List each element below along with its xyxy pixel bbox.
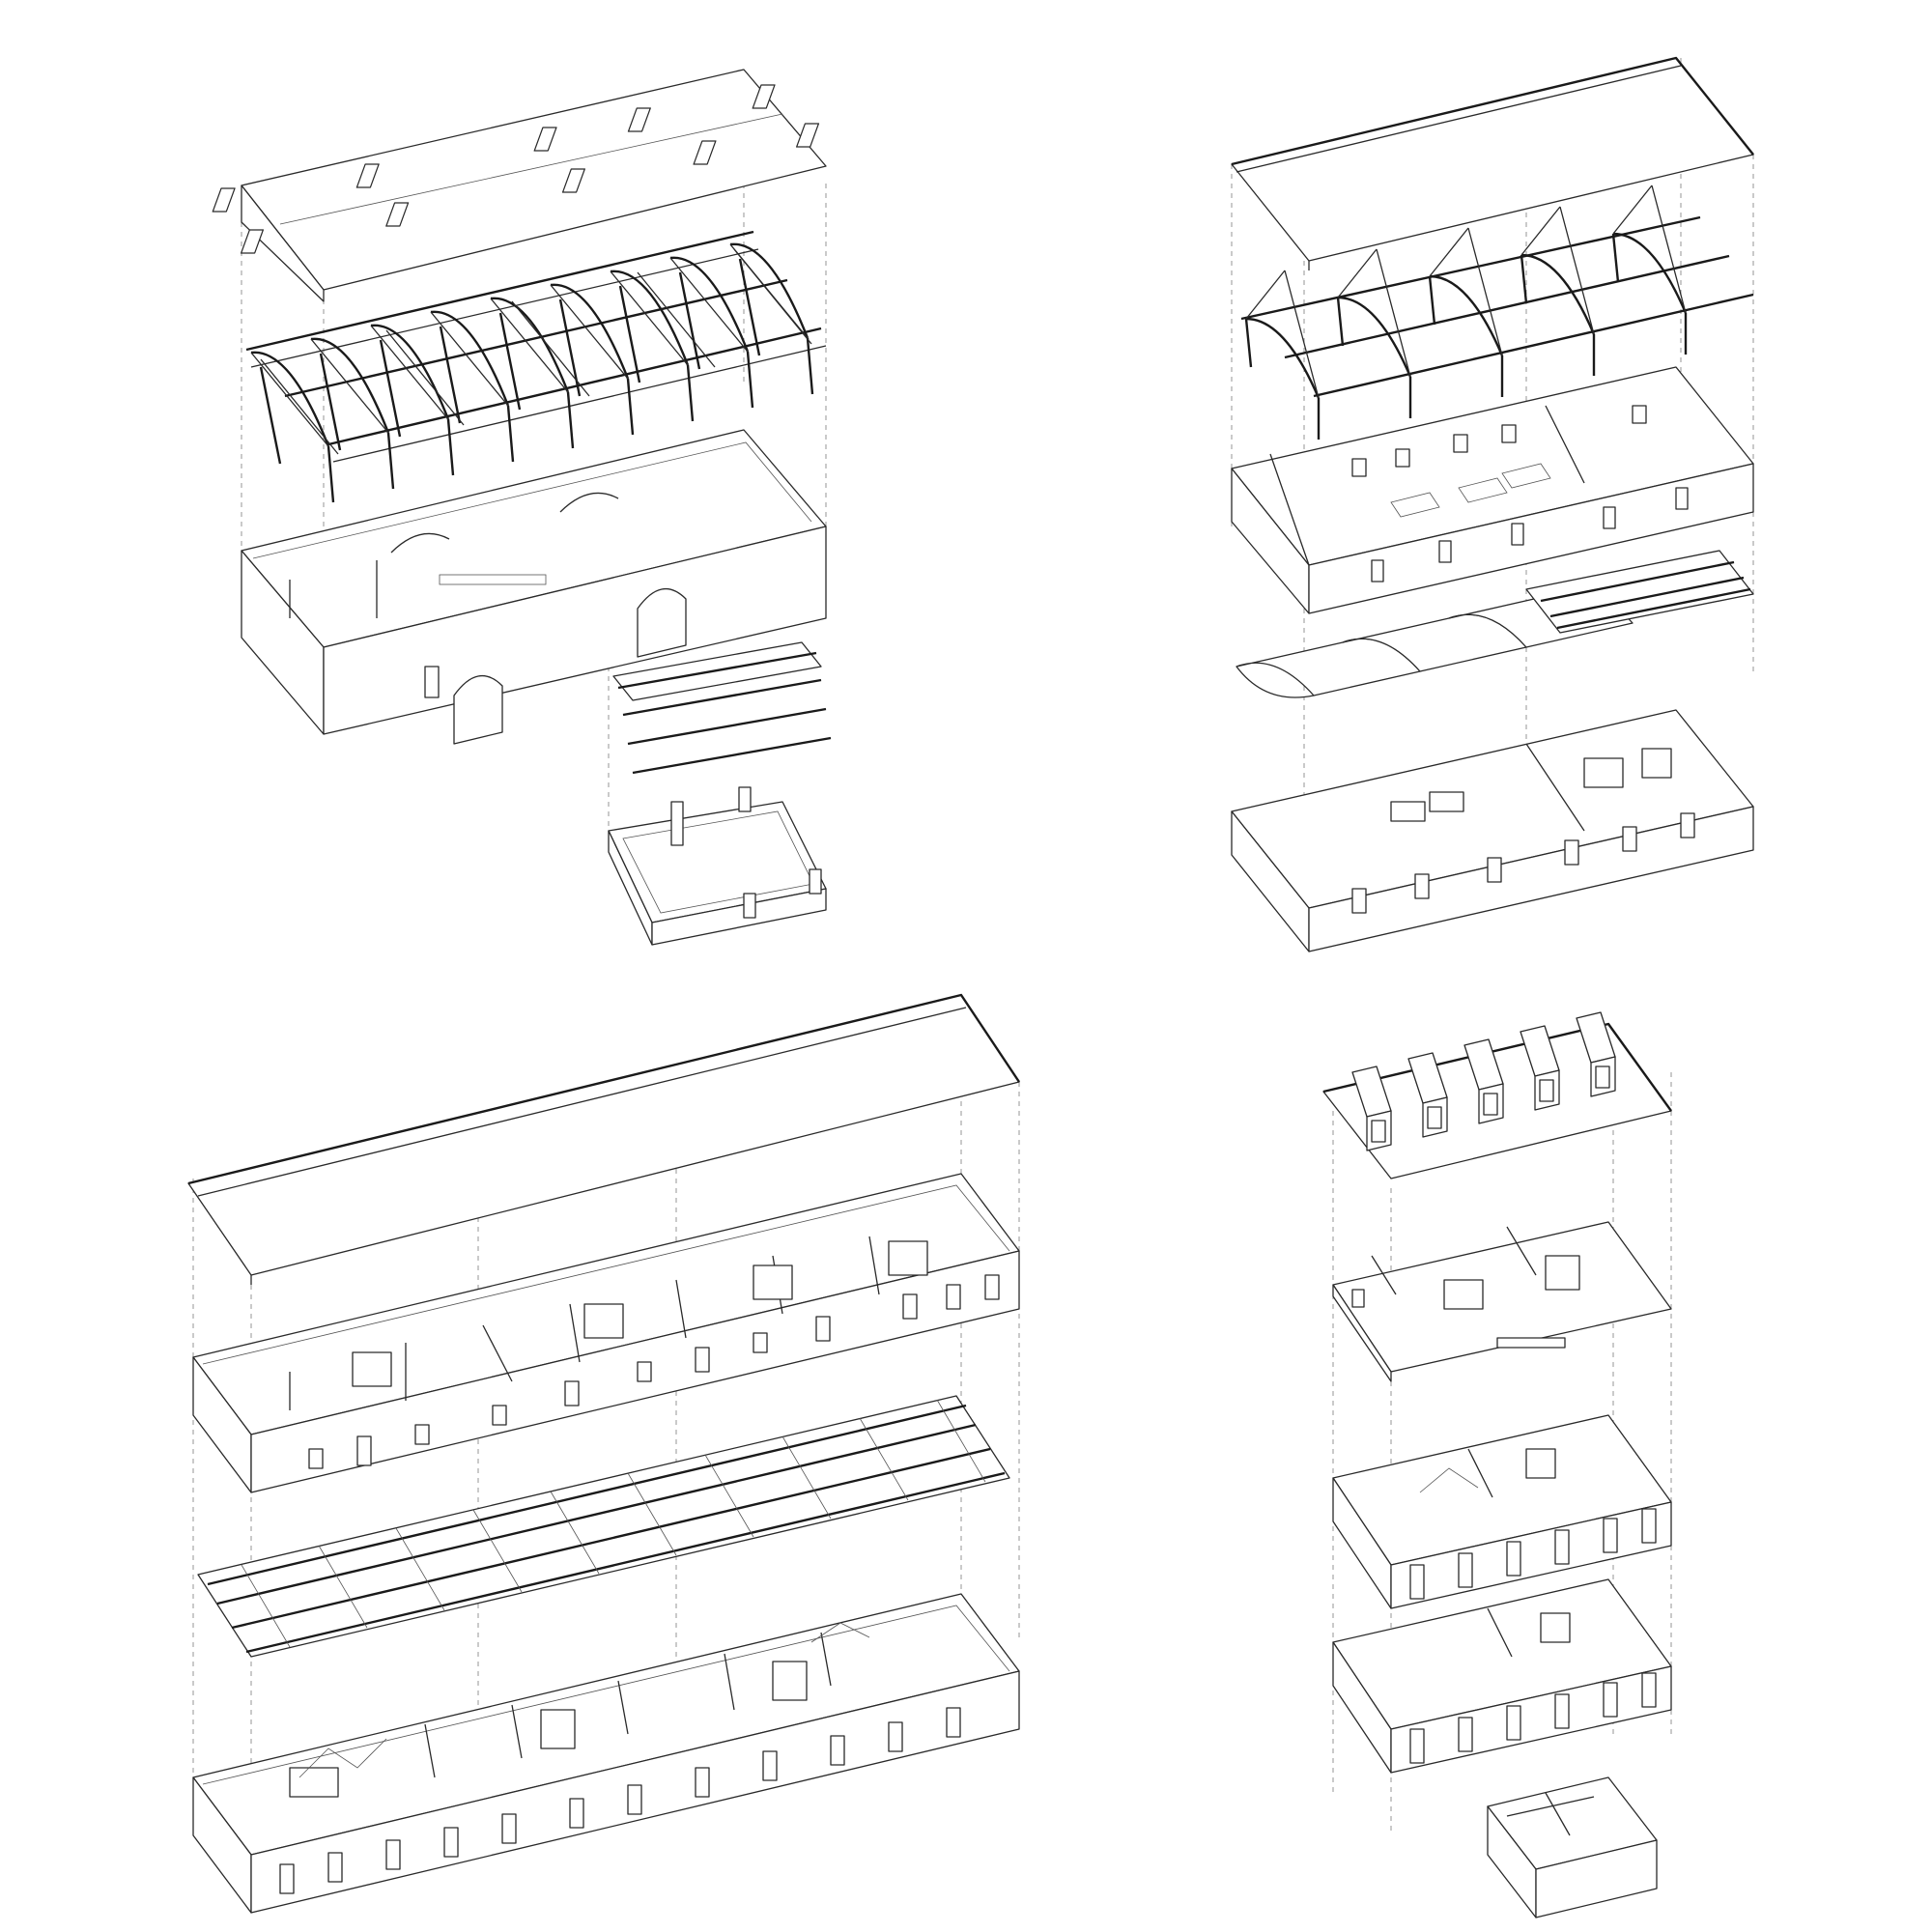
long-roof <box>187 993 1020 1285</box>
joists <box>241 1399 986 1648</box>
floor-joists <box>197 1395 1010 1658</box>
basement <box>1487 1776 1658 1918</box>
drawing-top-right <box>1231 56 1754 952</box>
ground-shell-arched-doors <box>241 429 827 745</box>
timber-truss-frame <box>1240 184 1754 440</box>
truss <box>250 351 335 503</box>
skylight-icon <box>212 84 820 254</box>
floor-joists <box>612 641 832 775</box>
gable-roof <box>1231 56 1754 270</box>
guide-lines <box>192 1005 1020 1835</box>
vaulted-slabs <box>1236 550 1754 698</box>
upper-floor-rooms <box>192 1173 1020 1493</box>
upper-floor-rooms <box>1231 366 1754 614</box>
ground-floor-rooms <box>192 1593 1020 1914</box>
timber-truss-frame <box>245 230 827 503</box>
drawing-bottom-right <box>1322 1011 1672 1918</box>
first-floor <box>1332 1578 1672 1774</box>
ground-floor-rooms <box>1231 709 1754 952</box>
roof-skylights <box>212 69 827 302</box>
second-floor <box>1332 1414 1672 1609</box>
dormer-window-icon <box>1351 1065 1392 1151</box>
dormer-roof <box>1322 1011 1672 1179</box>
drawing-bottom-left <box>187 993 1020 1914</box>
drawing-top-left <box>212 69 832 946</box>
basement-walls <box>608 786 827 946</box>
attic-floor <box>1332 1221 1672 1382</box>
truss <box>1244 270 1321 440</box>
